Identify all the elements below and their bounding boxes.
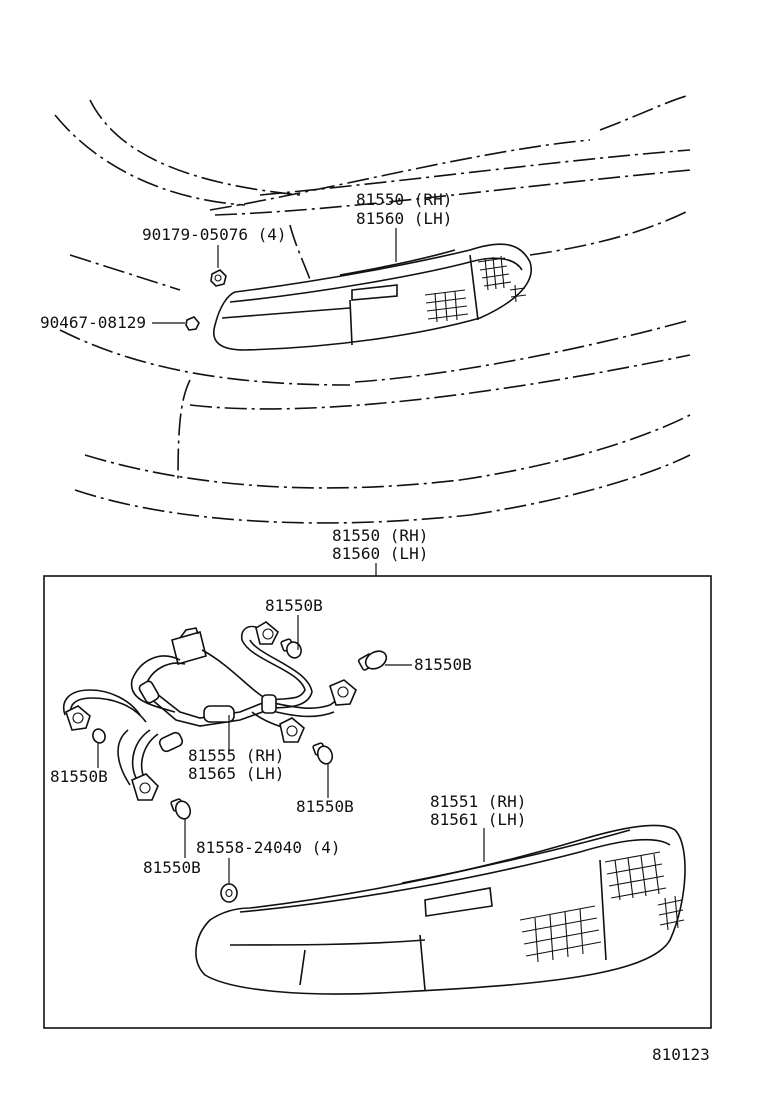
label-socket-lh: 81565 (LH) xyxy=(188,764,284,783)
exploded-view-frame xyxy=(43,575,712,1029)
bulb-top-icon xyxy=(280,638,302,659)
diagram-code: 810123 xyxy=(652,1045,710,1064)
gasket-icon xyxy=(220,883,238,903)
label-bulb-right: 81550B xyxy=(414,655,472,674)
bulb-left-icon xyxy=(92,728,106,744)
nut-icon xyxy=(210,269,227,287)
socket-top xyxy=(255,621,279,645)
label-gasket: 81558-24040 (4) xyxy=(196,838,341,857)
label-lamp-assy-rh: 81550 (RH) xyxy=(356,190,452,209)
socket-left xyxy=(65,705,91,731)
bulb-center-icon xyxy=(312,742,334,765)
bulb-right-icon xyxy=(357,650,388,671)
socket-center xyxy=(279,717,305,743)
vehicle-body-outline xyxy=(54,94,691,524)
label-bulb-left: 81550B xyxy=(50,767,108,786)
tail-lamp-assembly-top xyxy=(213,243,532,351)
socket-right xyxy=(329,679,357,706)
wire-harness xyxy=(63,625,341,786)
label-box-assy-rh: 81550 (RH) xyxy=(332,526,428,545)
label-clip: 90467-08129 xyxy=(40,313,146,332)
socket-bottom xyxy=(131,773,159,801)
label-socket-rh: 81555 (RH) xyxy=(188,746,284,765)
lens-bottom xyxy=(195,824,686,995)
label-nut: 90179-05076 (4) xyxy=(142,225,287,244)
bulb-bottom-icon xyxy=(170,798,192,820)
clip-icon xyxy=(185,316,200,331)
label-bulb-top: 81550B xyxy=(265,596,323,615)
label-lens-lh: 81561 (LH) xyxy=(430,810,526,829)
label-lens-rh: 81551 (RH) xyxy=(430,792,526,811)
label-bulb-bottom: 81550B xyxy=(143,858,201,877)
label-bulb-center: 81550B xyxy=(296,797,354,816)
label-lamp-assy-lh: 81560 (LH) xyxy=(356,209,452,228)
label-box-assy-lh: 81560 (LH) xyxy=(332,544,428,563)
